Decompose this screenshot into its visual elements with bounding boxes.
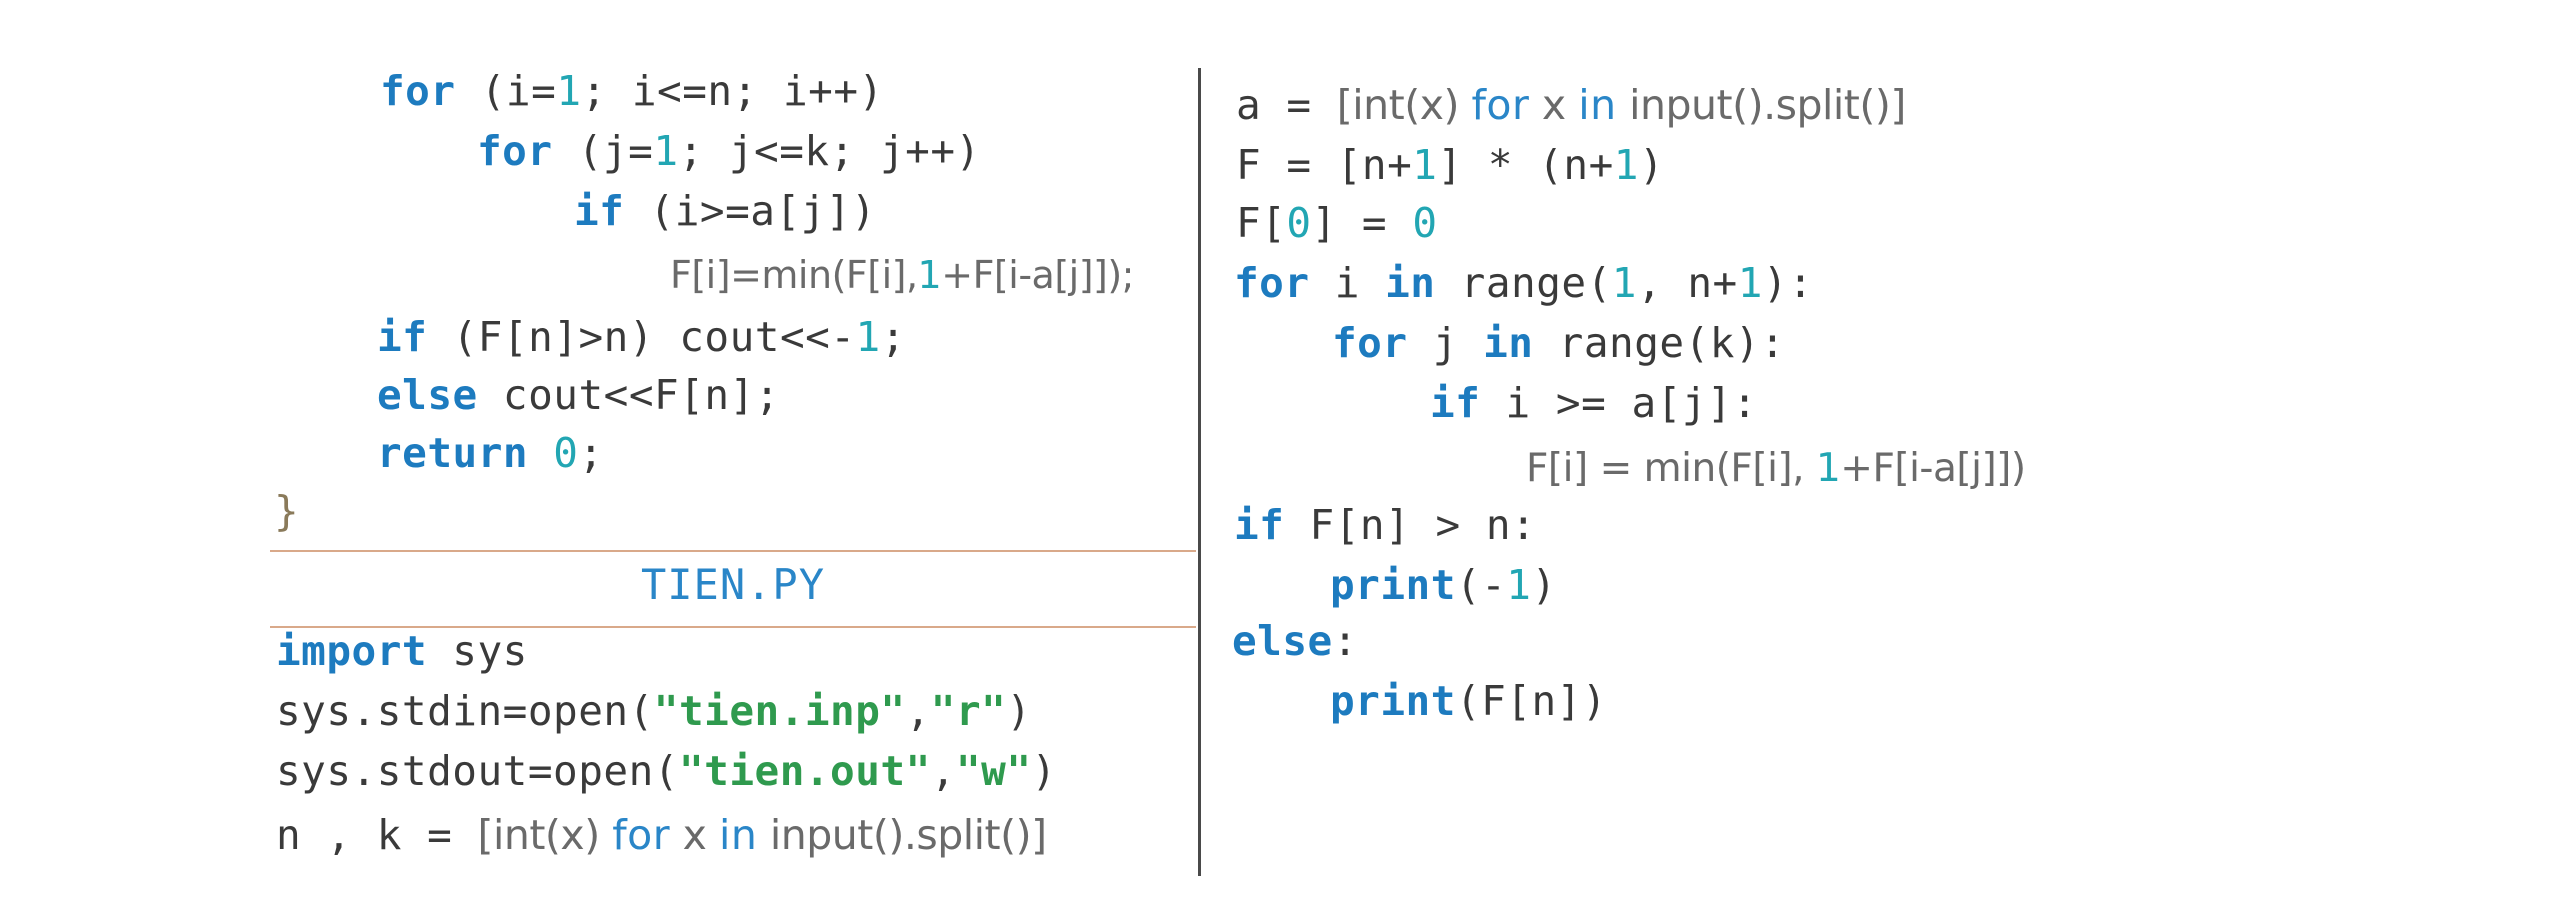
code-line-else: else cout<<F[n]; [377,371,780,419]
code-line-if-py: if i >= a[j]: [1430,379,1758,427]
code-line-for-j-py: for j in range(k): [1332,319,1786,367]
code-line-a: a = [int(x) for x in input().split()] [1236,81,1906,129]
keyword: in [1483,319,1534,367]
code-line-if-a: if (i>=a[j]) [574,187,877,235]
code-line-fmin: F[i]=min(F[i],1+F[i-a[j]]); [670,253,1134,297]
bottom-rule [270,626,1196,628]
keyword: for [1471,81,1530,129]
code-line-if-fn: if (F[n]>n) cout<<-1; [377,313,906,361]
code-line-stdin: sys.stdin=open("tien.inp","r") [276,687,1032,735]
code-line-import: import sys [276,627,528,675]
code-line-nk: n , k = [int(x) for x in input().split()… [276,811,1047,859]
keyword: print [1330,561,1456,609]
keyword: if [1430,379,1481,427]
code-line-close-brace: } [274,487,300,535]
keyword: in [1578,81,1617,129]
code-line-for-i: for (i=1; i<=n; i++) [380,67,884,115]
code-line-for-i-py: for i in range(1, n+1): [1234,259,1814,307]
code-line-stdout: sys.stdout=open("tien.out","w") [276,747,1057,795]
code-line-if-fn-py: if F[n] > n: [1234,501,1537,549]
keyword: if [574,187,625,235]
code-line-fmin-py: F[i] = min(F[i], 1+F[i-a[j]]) [1526,446,2026,491]
keyword: for [380,67,456,115]
keyword: in [1385,259,1436,307]
code-line-print2: print(F[n]) [1330,677,1608,725]
keyword: else [377,371,478,419]
code-line-return: return 0; [377,429,604,477]
keyword: for [477,127,553,175]
keyword: print [1330,677,1456,725]
top-rule [270,550,1196,552]
file-title: TIEN.PY [640,560,825,609]
keyword: if [377,313,428,361]
code-line-print1: print(-1) [1330,561,1557,609]
keyword: for [612,811,671,859]
keyword: in [718,811,758,859]
column-divider [1198,68,1201,876]
keyword: if [1234,501,1285,549]
code-line-f: F = [n+1] * (n+1) [1236,141,1665,189]
keyword: for [1332,319,1408,367]
keyword: import [276,627,428,675]
code-line-f0: F[0] = 0 [1236,199,1438,247]
code-line-for-j: for (j=1; j<=k; j++) [477,127,981,175]
keyword: return [377,429,529,477]
keyword: else [1232,617,1333,665]
keyword: for [1234,259,1310,307]
code-line-else-py: else: [1232,617,1358,665]
